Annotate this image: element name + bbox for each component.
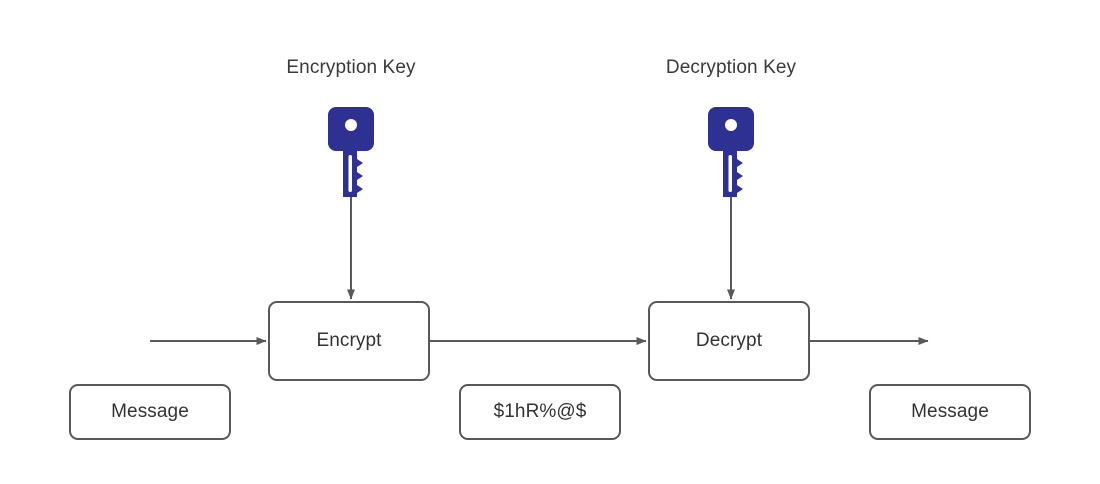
encrypt-process-box[interactable]: Encrypt (268, 301, 430, 381)
encryption-key-label: Encryption Key (286, 57, 416, 78)
plaintext-message-input-box[interactable]: Message (69, 384, 231, 440)
key-icon (708, 107, 754, 197)
decryption-key-label: Decryption Key (665, 57, 797, 78)
key-icon (328, 107, 374, 197)
ciphertext-box[interactable]: $1hR%@$ (459, 384, 621, 440)
decrypt-process-box[interactable]: Decrypt (648, 301, 810, 381)
plaintext-message-output-box[interactable]: Message (869, 384, 1031, 440)
